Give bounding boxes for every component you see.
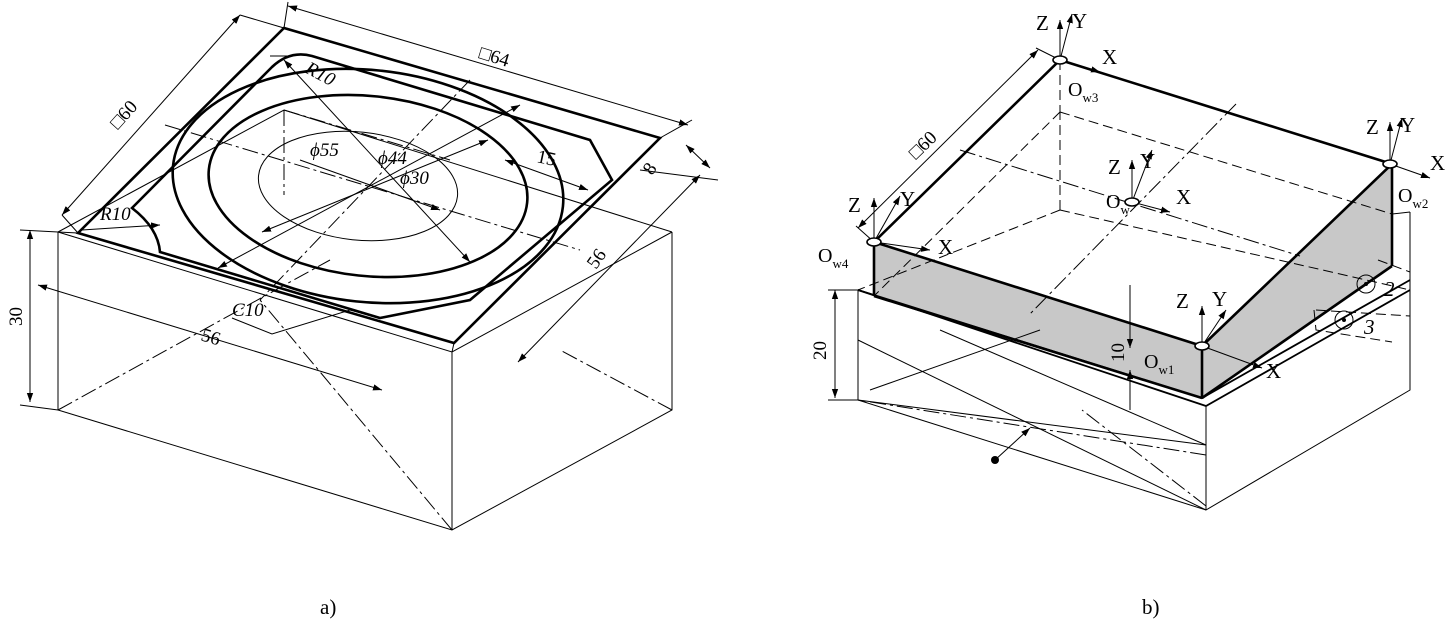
dim-8: 8 xyxy=(639,159,662,179)
diameter-arrows xyxy=(217,59,589,269)
axis-x-ow: X xyxy=(1176,185,1191,209)
caption-b: b) xyxy=(1142,595,1160,619)
dim-56-front: 56 xyxy=(199,325,223,351)
origin-ow1: Ow1 xyxy=(1144,351,1174,377)
axis-z-ow2: Z xyxy=(1366,115,1379,139)
axes-ow1 xyxy=(1194,306,1263,369)
marker-3: 3 xyxy=(1363,315,1375,339)
dim-square-60-a: □60 xyxy=(106,97,142,134)
dim-phi30: ϕ30 xyxy=(400,168,429,189)
axis-x-ow3: X xyxy=(1102,45,1117,69)
axis-z-ow4: Z xyxy=(848,193,861,217)
axis-y-ow: Y xyxy=(1140,149,1155,173)
axis-z-ow1: Z xyxy=(1176,289,1189,313)
axis-x-ow4: X xyxy=(938,235,953,259)
caption-a: a) xyxy=(320,595,336,619)
axis-x-ow1: X xyxy=(1266,359,1281,383)
dim-phi55: ϕ55 xyxy=(310,140,339,161)
axis-z-ow3: Z xyxy=(1036,11,1049,35)
dim-15: 15 xyxy=(535,146,558,170)
markers-2-3: 2 3 xyxy=(1334,274,1395,339)
dim-56-right: 56 xyxy=(583,245,611,273)
dim-phi44: ϕ44 xyxy=(378,148,407,169)
origin-ow3: Ow3 xyxy=(1068,79,1098,105)
axes-ow3 xyxy=(1052,13,1101,73)
figure-a: □60 □64 R10 R10 ϕ55 ϕ44 ϕ30 15 8 56 56 C… xyxy=(6,1,719,619)
dim-square-64: □64 xyxy=(477,43,513,72)
dim-c10: C10 xyxy=(232,300,264,321)
figure-b: 2 3 □60 20 10 Z Y X Ow3 Z Y X Ow2 Z Y X … xyxy=(810,9,1445,619)
marker-2: 2 xyxy=(1384,277,1395,301)
side-face-right xyxy=(1202,164,1392,398)
origin-ow2: Ow2 xyxy=(1398,185,1428,211)
axes-ow4 xyxy=(866,195,931,252)
axis-z-ow: Z xyxy=(1108,155,1121,179)
dim-square-60-b: □60 xyxy=(905,127,942,163)
dim-30: 30 xyxy=(6,307,27,326)
axis-y-ow4: Y xyxy=(900,187,915,211)
base-construction-lines xyxy=(857,329,1207,511)
origin-ow4: Ow4 xyxy=(818,245,849,271)
axis-y-ow3: Y xyxy=(1072,9,1087,33)
dim-r10-left: R10 xyxy=(99,204,131,225)
dim-lines-a xyxy=(19,1,719,411)
axis-y-ow2: Y xyxy=(1400,113,1415,137)
side-face-front xyxy=(874,242,1202,398)
axes-ow xyxy=(1124,149,1171,213)
base-block-a xyxy=(57,109,673,531)
dim-20: 20 xyxy=(810,341,831,360)
origin-ow: Ow xyxy=(1106,191,1130,217)
dim-10: 10 xyxy=(1108,343,1129,362)
axis-y-ow1: Y xyxy=(1212,287,1227,311)
axes-ow2 xyxy=(1382,117,1431,179)
axis-x-ow2: X xyxy=(1430,151,1445,175)
